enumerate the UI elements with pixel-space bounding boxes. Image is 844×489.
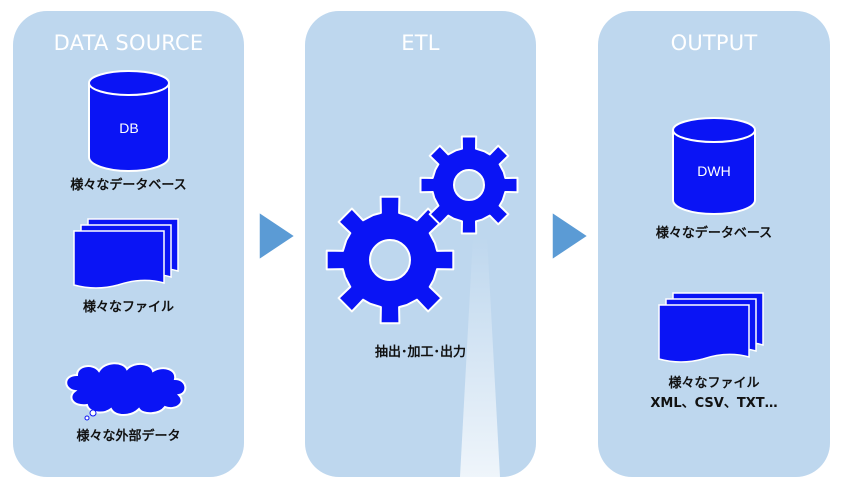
etl-title: ETL <box>401 31 440 55</box>
arrow-right-icon <box>551 210 590 262</box>
output-formats: XML、CSV、TXT… <box>650 396 778 411</box>
gear-icon <box>419 135 519 235</box>
etl-caption: 抽出･加工･出力 <box>374 345 466 360</box>
output-panel: OUTPUT DWH 様々なデータベース 様々なファイル XML、CSV、TXT… <box>598 11 830 477</box>
gear-icon <box>325 195 455 325</box>
cloud-icon <box>65 362 187 421</box>
dwh-icon-label: DWH <box>697 163 730 179</box>
output-item-databases: 様々なデータベース <box>655 226 773 241</box>
output-item-files: 様々なファイル <box>668 376 760 391</box>
etl-panel: ETL 抽出･加工･出力 <box>305 11 536 477</box>
db-icon-label: DB <box>119 120 138 136</box>
data-source-title: DATA SOURCE <box>53 31 204 55</box>
source-item-files: 様々なファイル <box>82 300 174 315</box>
light-beam <box>460 236 500 477</box>
database-icon: DWH <box>672 117 756 215</box>
arrow-right-icon <box>258 210 297 262</box>
source-item-databases: 様々なデータベース <box>70 178 187 193</box>
files-icon <box>658 292 764 363</box>
files-icon <box>73 218 179 289</box>
database-icon: DB <box>88 70 170 172</box>
output-title: OUTPUT <box>670 31 758 55</box>
data-source-panel: DATA SOURCE DB 様々なデータベース 様々なファイル 様々な外部デー… <box>13 11 244 477</box>
source-item-external: 様々な外部データ <box>76 429 181 444</box>
